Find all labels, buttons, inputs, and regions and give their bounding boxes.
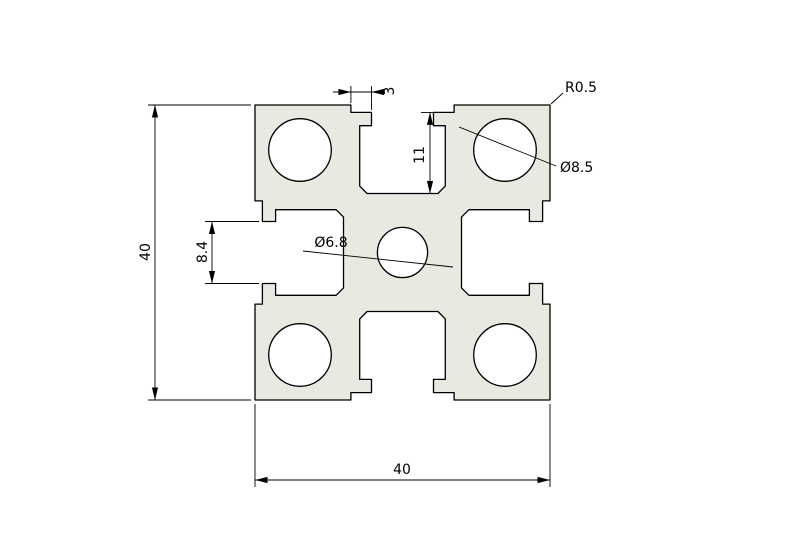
label-corner-hole: Ø8.5 — [458, 126, 593, 176]
dimension-label: Ø8.5 — [560, 160, 593, 176]
dimension-label: R0.5 — [565, 80, 597, 96]
corner-hole-top-right — [473, 118, 537, 182]
dimension-label: 3 — [382, 87, 398, 96]
dimension-height: 40 — [138, 104, 251, 401]
leader-line — [550, 92, 564, 105]
leader-line — [458, 126, 557, 167]
corner-hole-bottom-right — [473, 323, 537, 387]
dimension-slot-opening: 8.4 — [195, 221, 259, 284]
corner-hole-top-left — [268, 118, 332, 182]
label-corner-radius: R0.5 — [550, 80, 597, 105]
dimension-label: 11 — [412, 146, 428, 164]
leader-line — [302, 250, 454, 268]
dimension-slot-depth: 11 — [412, 111, 443, 194]
dimension-label: Ø6.8 — [314, 235, 347, 251]
dimension-label: 40 — [393, 462, 411, 478]
label-center-hole: Ø6.8 — [302, 235, 454, 268]
dimension-slot-face: 3 — [333, 86, 398, 110]
dimension-label: 40 — [138, 243, 154, 261]
dimension-label: 8.4 — [195, 241, 211, 263]
center-hole — [376, 226, 429, 279]
corner-hole-bottom-left — [268, 323, 332, 387]
dimension-width: 40 — [254, 404, 551, 487]
